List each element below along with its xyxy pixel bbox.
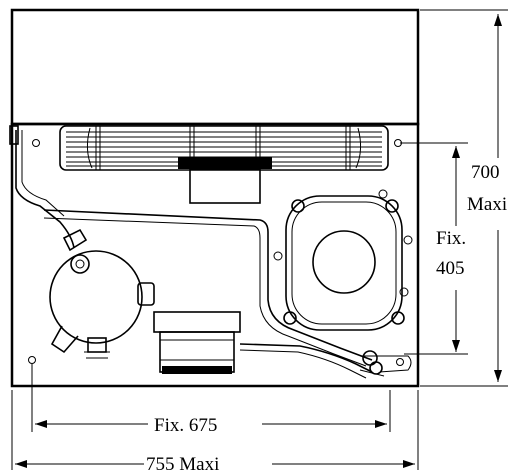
compressor (273, 189, 413, 331)
height-max-value: 700 (471, 162, 500, 183)
max-width-label: 755 Maxi (146, 454, 219, 472)
fix-height-value: 405 (436, 258, 465, 279)
fix-height-prefix: Fix. (436, 228, 466, 249)
height-max-suffix: Maxi (467, 194, 507, 215)
fix-width-label: Fix. 675 (154, 415, 217, 436)
receiver-tank (49, 228, 155, 359)
fix-height-dimension: Fix. 405 (400, 142, 468, 355)
refrigerant-piping (9, 125, 412, 379)
height-max-dimension: 700 Maxi (420, 9, 508, 387)
service-valves (359, 350, 385, 377)
pipe-valve (9, 125, 19, 145)
fan-bracket (178, 157, 272, 204)
top-housing (10, 8, 420, 126)
expansion-block (153, 311, 241, 374)
max-width-dimension: 755 Maxi (11, 390, 419, 472)
fix-width-dimension: Fix. 675 (31, 364, 391, 436)
base-plate (10, 122, 420, 388)
